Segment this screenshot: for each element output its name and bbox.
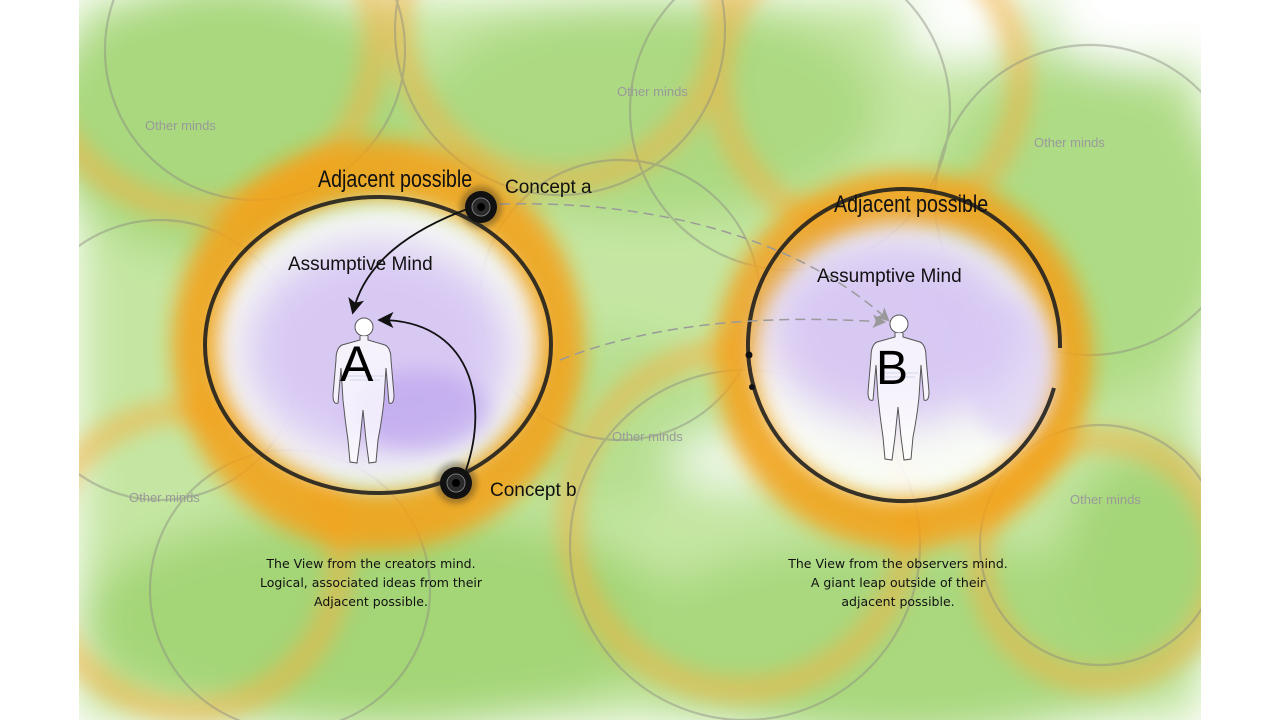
- person-b-icon: [867, 314, 930, 461]
- person-a-icon: [332, 317, 395, 464]
- adjacent-possible-label-a: Adjacent possible: [318, 165, 472, 192]
- leap-link-concept-b: [559, 314, 887, 361]
- caption-creator-line: Logical, associated ideas from their: [259, 575, 483, 590]
- caption-creator: The View from the creators mind. Logical…: [221, 554, 521, 611]
- other-minds-label: Other minds: [617, 84, 688, 99]
- arrow-concept-b-to-mind: [377, 311, 477, 471]
- assumptive-mind-label-a: Assumptive Mind: [288, 254, 433, 275]
- caption-observer-line: adjacent possible.: [841, 594, 955, 609]
- concept-b-dot: [435, 462, 477, 504]
- mind-letter-a: A: [340, 336, 374, 392]
- other-minds-labels: Other minds Other minds Other minds Othe…: [129, 84, 1141, 507]
- leap-links: [499, 202, 890, 361]
- mind-letter-b: B: [876, 342, 908, 395]
- concept-a-label: Concept a: [505, 177, 592, 198]
- assumptive-mind-label-b: Assumptive Mind: [817, 266, 962, 287]
- caption-creator-line: Adjacent possible.: [314, 594, 428, 609]
- association-arrows: [348, 207, 477, 471]
- adjacent-possible-label-b: Adjacent possible: [834, 190, 988, 217]
- other-minds-label: Other minds: [1034, 135, 1105, 150]
- caption-observer-line: The View from the observers mind.: [788, 556, 1008, 571]
- assumptive-ring-a: [203, 195, 553, 495]
- arrow-concept-a-to-mind: [348, 207, 471, 315]
- other-minds-label: Other minds: [612, 429, 683, 444]
- caption-observer: The View from the observers mind. A gian…: [748, 554, 1048, 611]
- other-minds-label: Other minds: [129, 490, 200, 505]
- watercolor-background: [79, 0, 1201, 720]
- concept-b-label: Concept b: [490, 480, 577, 501]
- caption-observer-line: A giant leap outside of their: [810, 575, 986, 590]
- assumptive-ring-b: [746, 187, 1063, 503]
- other-minds-label: Other minds: [1070, 492, 1141, 507]
- caption-creator-line: The View from the creators mind.: [266, 556, 476, 571]
- other-minds-label: Other minds: [145, 118, 216, 133]
- concept-a-dot: [460, 186, 502, 228]
